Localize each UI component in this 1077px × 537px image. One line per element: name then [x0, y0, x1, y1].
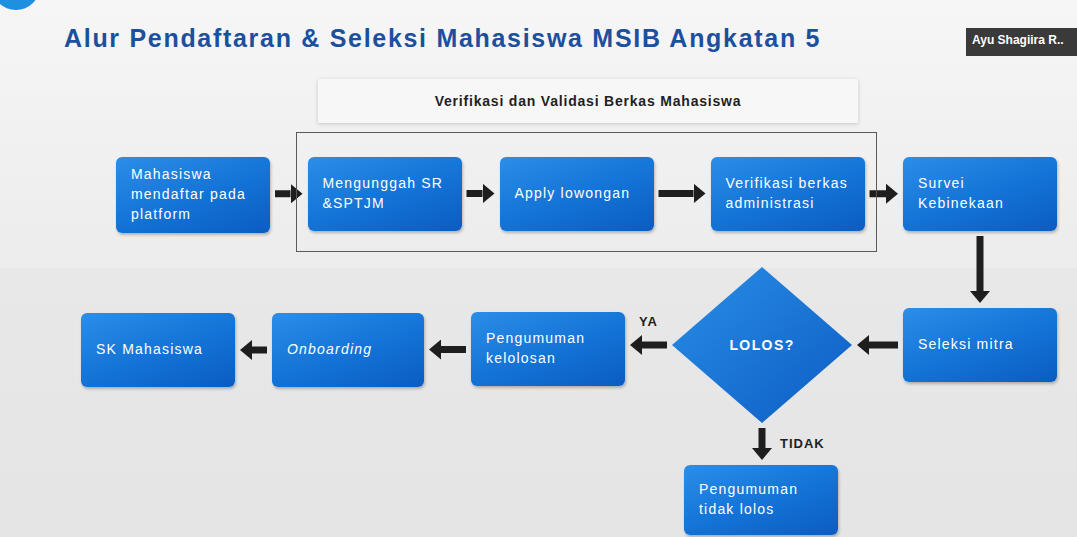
diamond-fill: [672, 267, 852, 423]
process-box: Pengumuman kelolosan: [471, 312, 625, 386]
flow-arrow: [467, 190, 483, 197]
flow-arrow: [275, 190, 291, 197]
node-label: Apply lowongan: [515, 184, 642, 204]
node-label: Seleksi mitra: [918, 335, 1045, 355]
participant-name: Ayu Shagiira R..: [972, 33, 1064, 47]
group-heading: Verifikasi dan Validasi Berkas Mahasiswa: [318, 79, 858, 123]
logo-fragment: [0, 0, 40, 10]
branch-label: YA: [639, 314, 658, 329]
flow-arrow: [441, 346, 466, 353]
node-label: Pengumuman kelolosan: [486, 329, 613, 369]
process-box: Mahasiswa mendaftar pada platform: [116, 157, 270, 233]
flow-arrow: [870, 190, 887, 197]
process-box: Apply lowongan: [500, 157, 654, 231]
node-label: LOLOS?: [729, 337, 794, 353]
node-label: Survei Kebinekaan: [918, 174, 1045, 214]
node-label: SK Mahasiswa: [96, 340, 223, 360]
flow-arrow: [977, 236, 984, 291]
flow-arrow: [659, 190, 694, 197]
decision-diamond: LOLOS?: [672, 267, 852, 423]
flow-arrow: [869, 342, 898, 349]
branch-label: TIDAK: [780, 436, 825, 451]
process-box: Pengumuman tidak lolos: [684, 465, 838, 535]
process-box: Verifikasi berkas administrasi: [711, 157, 865, 231]
process-box: Onboarding: [272, 313, 424, 387]
group-frame: Verifikasi dan Validasi Berkas Mahasiswa…: [296, 132, 877, 252]
node-label: Onboarding: [287, 340, 412, 360]
slide-title: Alur Pendaftaran & Seleksi Mahasiswa MSI…: [64, 24, 821, 53]
node-label: Verifikasi berkas administrasi: [726, 174, 853, 214]
flow-arrow: [252, 347, 267, 354]
flow-arrow: [759, 428, 766, 448]
process-box: SK Mahasiswa: [81, 313, 235, 387]
node-label: Pengumuman tidak lolos: [699, 480, 826, 520]
process-box: Mengunggah SR &SPTJM: [308, 157, 462, 231]
node-label: Mahasiswa mendaftar pada platform: [131, 165, 258, 225]
ground-shade: [0, 268, 1077, 537]
process-box: Seleksi mitra: [903, 308, 1057, 382]
node-label: Mengunggah SR &SPTJM: [323, 174, 450, 214]
flow-arrow: [642, 342, 667, 349]
process-box: Survei Kebinekaan: [903, 157, 1057, 231]
